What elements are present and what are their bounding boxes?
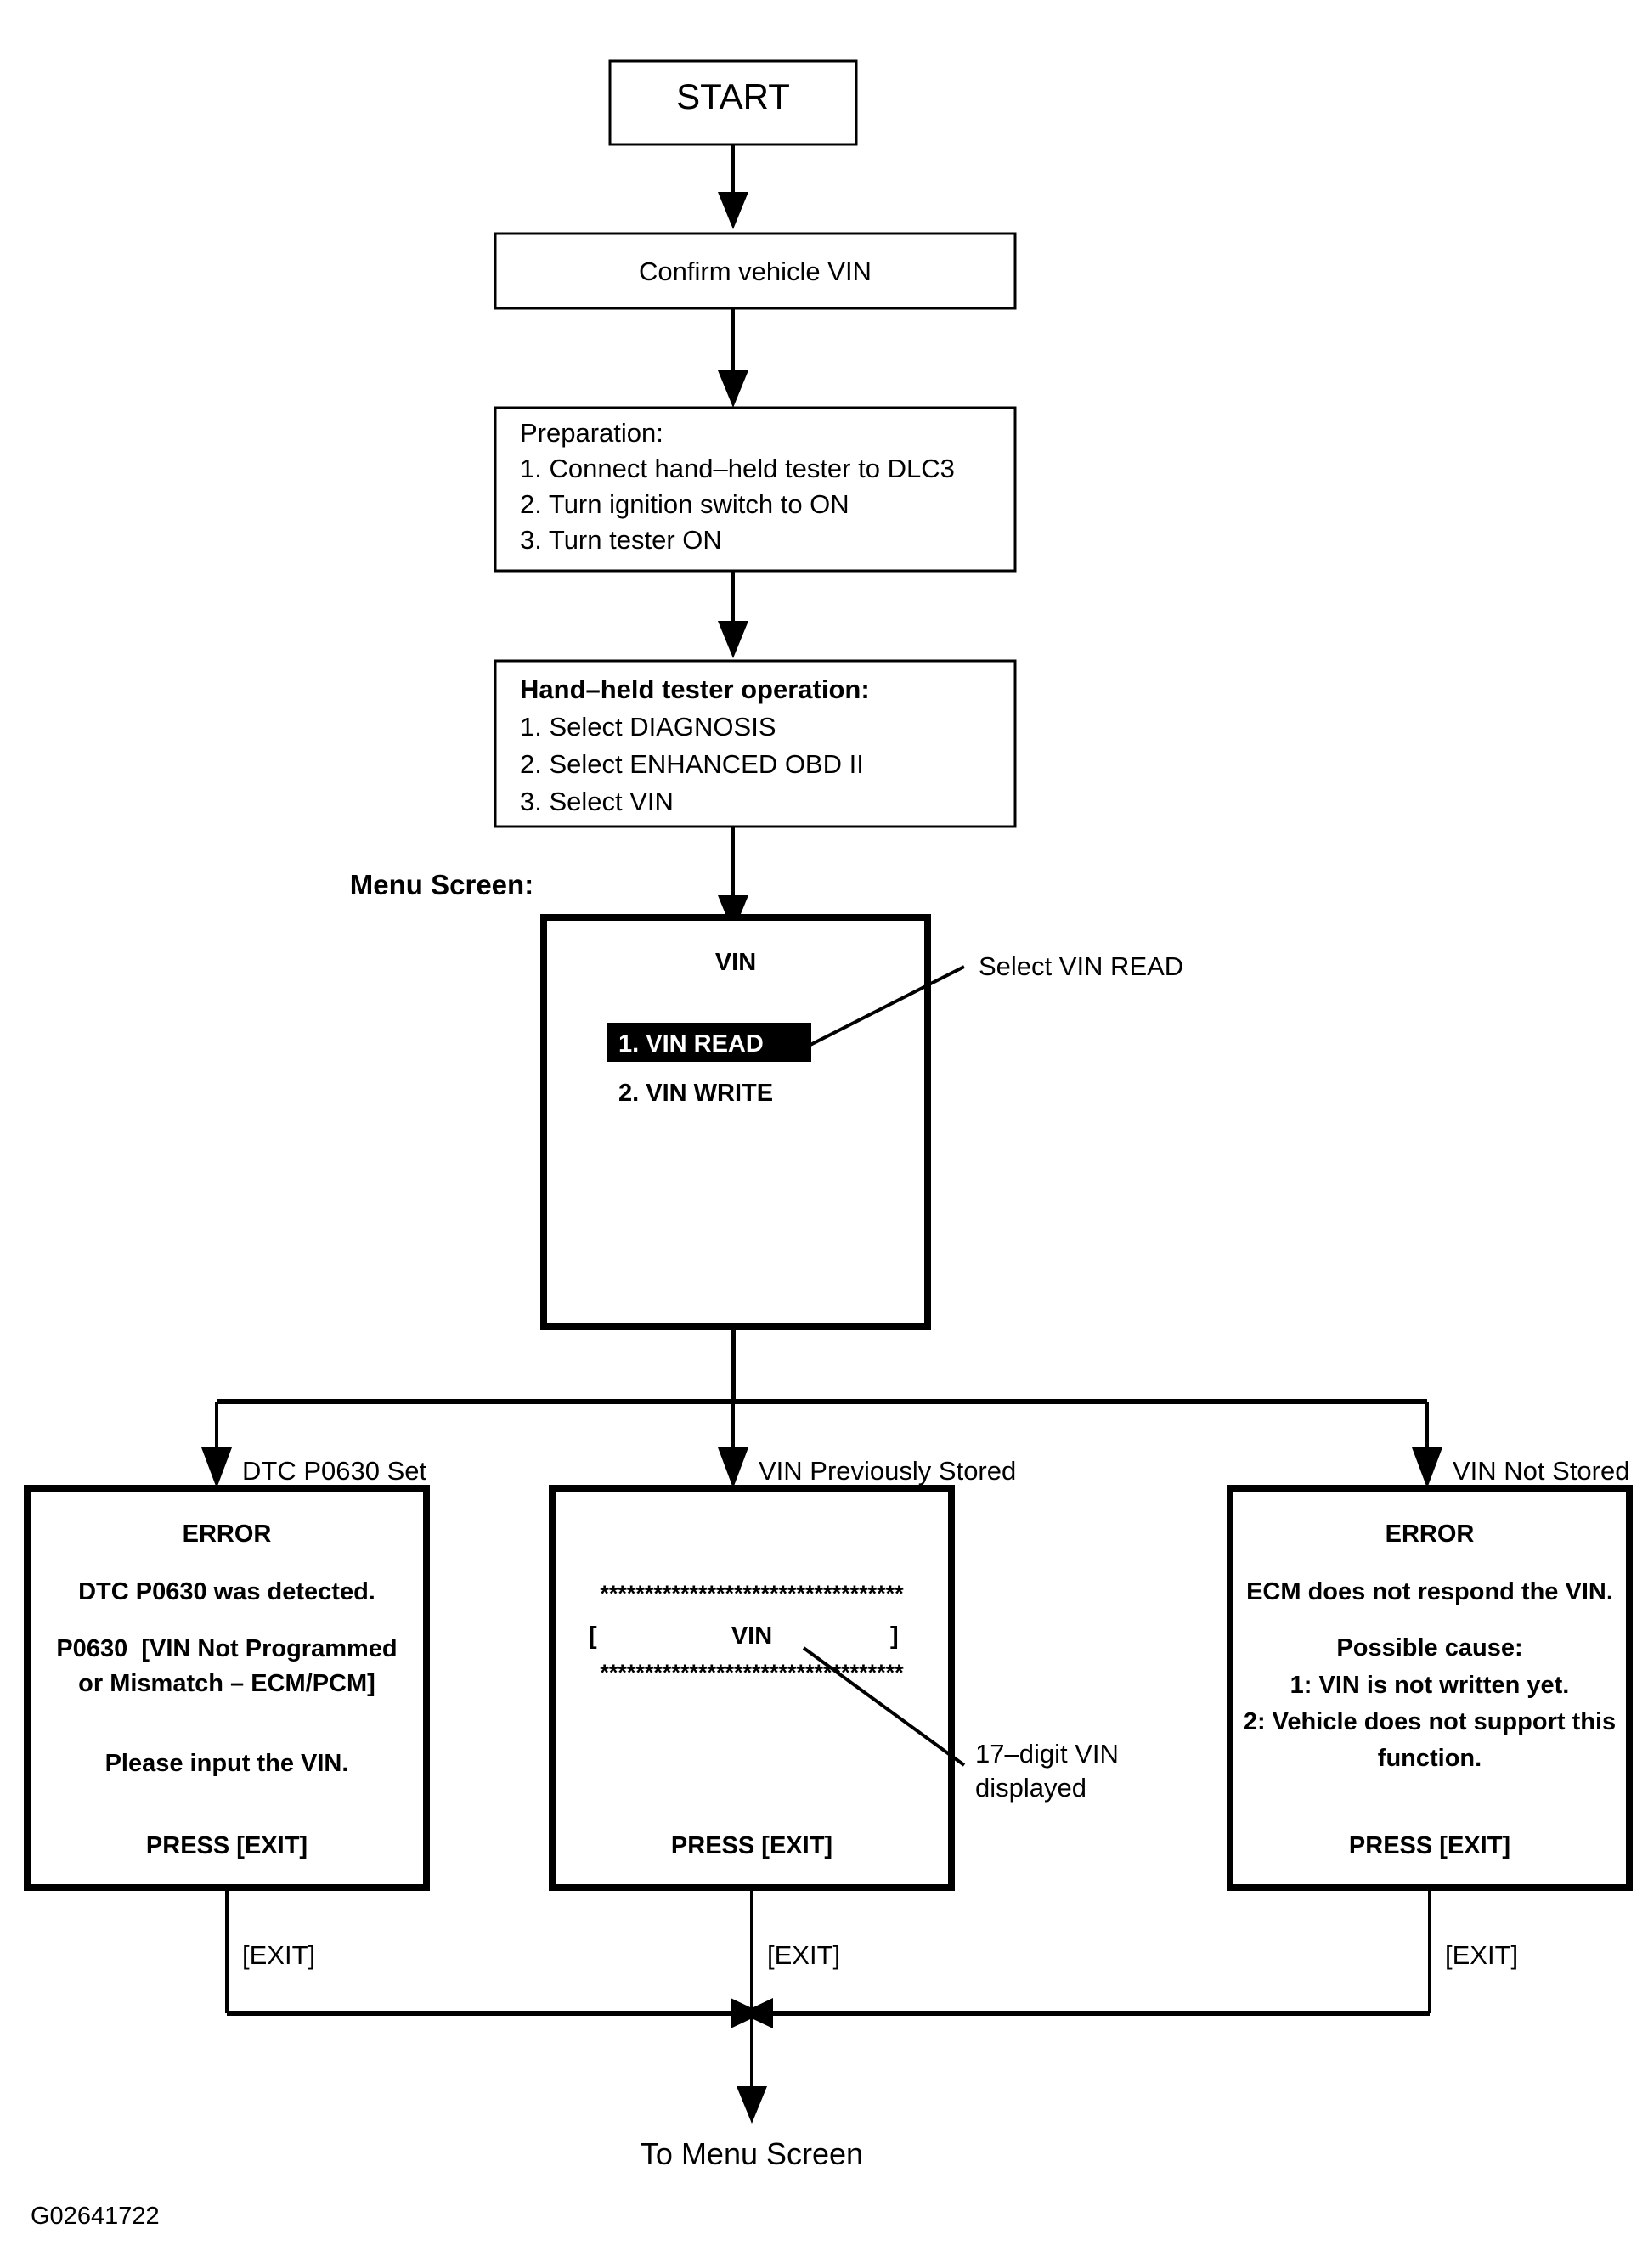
preparation-step-3: 3. Turn tester ON — [520, 525, 722, 555]
arrowhead-branch-left — [201, 1447, 232, 1488]
error-dtc-line-4: or Mismatch – ECM/PCM] — [78, 1670, 375, 1697]
arrowhead-exit-right-merge — [741, 1998, 773, 2028]
error-not-stored-line-1: ERROR — [1386, 1520, 1475, 1548]
error-not-stored-line-6: function. — [1378, 1745, 1482, 1772]
arrowhead-branch-center — [718, 1447, 748, 1488]
error-not-stored-line-3: Possible cause: — [1336, 1634, 1522, 1662]
confirm-vin-box — [494, 232, 1017, 310]
arrowhead-branch-right — [1412, 1447, 1442, 1488]
callout-select-vin-read: Select VIN READ — [979, 951, 1183, 981]
error-not-stored-press-exit: PRESS [EXIT] — [1349, 1832, 1510, 1859]
menu-screen-caption: Menu Screen: — [350, 869, 533, 900]
arrowhead-start-to-confirm — [718, 192, 748, 229]
callout-leader-17-digit-vin — [802, 1646, 966, 1767]
vin-stored-display — [549, 1485, 955, 1891]
tester-operation-step-3: 3. Select VIN — [520, 787, 674, 816]
callout-leader-select-vin-read — [806, 965, 965, 1048]
exit-label-right: [EXIT] — [1445, 1940, 1518, 1970]
error-dtc-line-2: DTC P0630 was detected. — [78, 1578, 375, 1605]
tester-operation-step-2: 2. Select ENHANCED OBD II — [520, 749, 864, 779]
preparation-step-2: 2. Turn ignition switch to ON — [520, 489, 849, 519]
arrowhead-confirm-to-preparation — [718, 370, 748, 408]
vin-stored-vin-text: VIN — [731, 1622, 772, 1650]
end-node-label: To Menu Screen — [641, 2136, 863, 2171]
branch-label-dtc-set: DTC P0630 Set — [242, 1456, 426, 1486]
tester-operation-step-1: 1. Select DIAGNOSIS — [520, 712, 776, 742]
preparation-step-1: 1. Connect hand–held tester to DLC3 — [520, 454, 955, 483]
menu-item-vin-read-label[interactable]: 1. VIN READ — [618, 1030, 764, 1058]
error-dtc-line-1: ERROR — [183, 1520, 272, 1548]
figure-code: G02641722 — [31, 2203, 160, 2230]
menu-screen-display — [540, 914, 931, 1330]
error-dtc-line-5: Please input the VIN. — [105, 1750, 349, 1777]
vin-stored-stars-top: ********************************** — [600, 1581, 904, 1606]
branch-label-vin-not-stored: VIN Not Stored — [1453, 1456, 1629, 1486]
error-dtc-press-exit: PRESS [EXIT] — [146, 1832, 308, 1859]
preparation-box — [494, 406, 1017, 573]
vin-stored-bracket-open: [ — [589, 1622, 597, 1650]
arrowhead-preparation-to-tester — [718, 621, 748, 658]
vin-stored-stars-bottom: ********************************** — [600, 1660, 904, 1685]
callout-17-digit-vin-line2: displayed — [975, 1773, 1086, 1803]
error-not-stored-line-4: 1: VIN is not written yet. — [1290, 1672, 1570, 1699]
tester-operation-heading: Hand–held tester operation: — [520, 674, 870, 704]
error-not-stored-line-2: ECM does not respond the VIN. — [1246, 1578, 1613, 1605]
exit-label-center: [EXIT] — [767, 1940, 840, 1970]
menu-item-vin-write-label[interactable]: 2. VIN WRITE — [618, 1080, 773, 1107]
menu-screen-title: VIN — [715, 949, 756, 976]
menu-item-vin-read-highlight[interactable] — [607, 1023, 811, 1062]
error-dtc-display — [24, 1485, 430, 1891]
arrowhead-merge-to-end — [737, 2086, 767, 2124]
branch-label-vin-stored: VIN Previously Stored — [759, 1456, 1016, 1486]
error-dtc-line-3: P0630 [VIN Not Programmed — [56, 1635, 397, 1662]
tester-operation-box — [494, 659, 1017, 828]
preparation-heading: Preparation: — [520, 418, 663, 448]
start-node-label: START — [676, 76, 790, 116]
exit-label-left: [EXIT] — [242, 1940, 315, 1970]
confirm-vin-label: Confirm vehicle VIN — [639, 257, 872, 286]
vin-stored-press-exit: PRESS [EXIT] — [671, 1832, 832, 1859]
start-node-box — [608, 59, 858, 146]
vin-stored-bracket-close: ] — [890, 1622, 899, 1650]
callout-17-digit-vin-line1: 17–digit VIN — [975, 1739, 1119, 1769]
error-not-stored-line-5: 2: Vehicle does not support this — [1244, 1708, 1616, 1735]
